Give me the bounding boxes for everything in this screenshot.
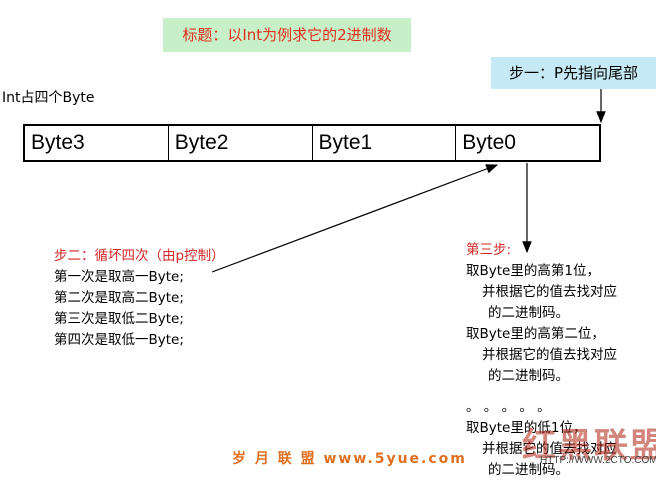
step3-line: 并根据它的值去找对应 [482,284,617,300]
arrows-layer [211,89,606,273]
step3-line: 取Byte里的低1位， [466,420,587,436]
step3-line: 的二进制码。 [488,305,569,321]
step3-text: 第三步: 取Byte里的高第1位， 并根据它的值去找对应 的二进制码。 取Byt… [466,240,617,481]
step2-line: 第二次是取高二Byte; [54,290,184,306]
step2-text: 步二：循坏四次（由p控制） 第一次是取高一Byte; 第二次是取高二Byte; … [54,246,225,351]
int-label: Int占四个Byte [2,90,95,106]
step2-line: 第三次是取低二Byte; [54,311,184,327]
watermark-url: HTTP://WWW.2CTO.COM [540,455,656,466]
byte-cell-0: Byte0 [462,131,516,154]
watermark-site-text: 岁 月 联 盟 www.5yue.com [232,451,467,467]
title-box: 标题：以Int为例求它的2进制数 [163,18,411,52]
byte-cell-1: Byte1 [313,126,457,160]
step2-line: 第四次是取低一Byte; [54,332,184,348]
watermark-logo: 红黑联盟 [522,426,656,466]
step2-arrow [211,164,499,273]
step3-heading: 第三步: [466,242,512,258]
step3-line: 并根据它的值去找对应 [482,441,617,457]
step3-line: 取Byte里的高第二位， [466,326,605,342]
step3-line: 并根据它的值去找对应 [482,347,617,363]
step2-heading: 步二：循坏四次（由p控制） [54,248,225,264]
step2-line: 第一次是取高一Byte; [54,269,184,285]
step3-line: 取Byte里的高第1位， [466,263,600,279]
byte-cell-2: Byte2 [169,126,313,160]
byte-row: Byte3 Byte2 Byte1 Byte0 [23,124,601,162]
step3-dots: 。 。 。 。 。 [466,399,551,415]
step1-box: 步一：P先指向尾部 [491,57,656,89]
step3-line: 的二进制码。 [488,368,569,384]
byte-cell-3: Byte3 [25,126,169,160]
